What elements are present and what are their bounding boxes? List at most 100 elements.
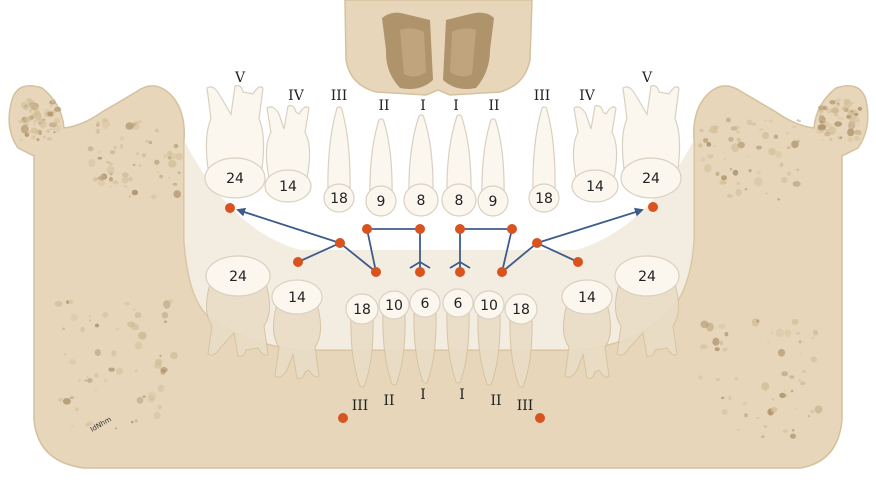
bone-speckle [97, 180, 106, 187]
tooth-crown [528, 183, 560, 213]
upper-tooth: 8 [441, 114, 477, 217]
bone-speckle [731, 143, 740, 153]
bone-speckle [169, 152, 177, 160]
bone-speckle [763, 424, 768, 429]
bone-speckle [797, 139, 800, 143]
bone-speckle [847, 128, 855, 137]
bone-speckle [134, 419, 138, 423]
bone-speckle [791, 140, 799, 149]
tooth-crown [205, 255, 271, 297]
bone-speckle [715, 378, 720, 381]
bone-speckle [824, 131, 831, 137]
tooth-crown [614, 255, 680, 297]
bone-speckle [163, 154, 168, 158]
bone-speckle [134, 121, 139, 125]
lower-tooth: 14 [271, 279, 323, 379]
upper-tooth-value: 14 [279, 179, 297, 195]
bone-speckle [736, 181, 740, 185]
bone-speckle [744, 188, 748, 191]
bone-speckle [148, 391, 157, 401]
bone-speckle [734, 377, 738, 380]
bone-speckle [168, 298, 174, 304]
bone-speckle [87, 146, 94, 152]
tooth-root [446, 311, 470, 384]
upper-tooth-value: 24 [642, 171, 660, 187]
bone-speckle [706, 322, 714, 332]
bone-speckle [111, 350, 117, 357]
bone-speckle [723, 157, 726, 160]
bone-speckle [116, 327, 119, 331]
bone-speckle [765, 192, 768, 195]
upper-roman-label: III [534, 88, 551, 104]
lower-tooth-value: 14 [578, 290, 596, 306]
tooth-crown [323, 183, 355, 213]
bone-speckle [840, 117, 844, 121]
bone-speckle [770, 406, 778, 413]
bone-speckle [698, 143, 703, 148]
bone-speckle [713, 145, 717, 148]
bone-speckle [837, 136, 840, 139]
bone-speckle [80, 326, 85, 333]
bone-speckle [84, 379, 88, 382]
bone-speckle [849, 117, 855, 123]
bone-speckle [70, 313, 78, 321]
bone-speckle [108, 162, 113, 166]
bone-speckle [159, 174, 164, 179]
bone-speckle [728, 136, 734, 142]
bone-speckle [168, 176, 171, 179]
bone-speckle [847, 109, 855, 117]
bone-speckle [787, 146, 791, 149]
bone-speckle [837, 117, 841, 119]
tooth-root [205, 85, 265, 177]
tooth-root [327, 106, 351, 195]
bone-speckle [42, 135, 47, 139]
lower-roman-label: II [490, 393, 501, 409]
bone-speckle [728, 396, 732, 400]
bone-speckle [841, 106, 847, 111]
bone-speckle [828, 126, 836, 135]
bone-speckle [821, 138, 824, 141]
bone-speckle [803, 369, 806, 373]
bone-speckle [703, 138, 709, 143]
bone-speckle [33, 119, 37, 123]
lower-tooth: 24 [205, 255, 271, 357]
bone-speckle [722, 347, 728, 352]
tooth-root [369, 118, 393, 199]
bone-speckle [706, 154, 714, 159]
tooth-crown [403, 183, 439, 217]
upper-tooth-value: 9 [377, 194, 386, 210]
bone-speckle [727, 193, 733, 198]
bone-speckle [115, 427, 118, 430]
bone-speckle [120, 144, 124, 148]
dot [497, 267, 507, 277]
bone-speckle [24, 132, 30, 137]
bone-speckle [730, 126, 738, 131]
bone-speckle [36, 113, 42, 117]
bone-speckle [62, 398, 71, 405]
tooth-root [509, 317, 533, 388]
bone-speckle [840, 136, 843, 139]
bone-speckle [69, 396, 74, 400]
upper-tooth-value: 8 [455, 193, 464, 209]
upper-tooth-value: 24 [226, 171, 244, 187]
bone-speckle [46, 137, 52, 141]
bone-speckle [136, 152, 139, 156]
bone-speckle [820, 129, 824, 132]
bone-speckle [134, 369, 138, 373]
bone-speckle [33, 123, 36, 126]
bone-speckle [735, 125, 741, 130]
bone-speckle [124, 185, 128, 188]
bone-speckle [149, 140, 152, 145]
bone-speckle [122, 172, 129, 178]
bone-speckle [138, 164, 142, 167]
bone-speckle [54, 300, 63, 307]
bone-speckle [829, 137, 833, 142]
bone-speckle [88, 315, 92, 318]
bone-speckle [817, 124, 826, 131]
bone-speckle [798, 378, 801, 382]
connector-left-incisors [365, 228, 421, 273]
dot [371, 267, 381, 277]
bone-speckle [747, 155, 750, 158]
bone-speckle [699, 128, 704, 133]
bone-speckle [777, 198, 781, 201]
